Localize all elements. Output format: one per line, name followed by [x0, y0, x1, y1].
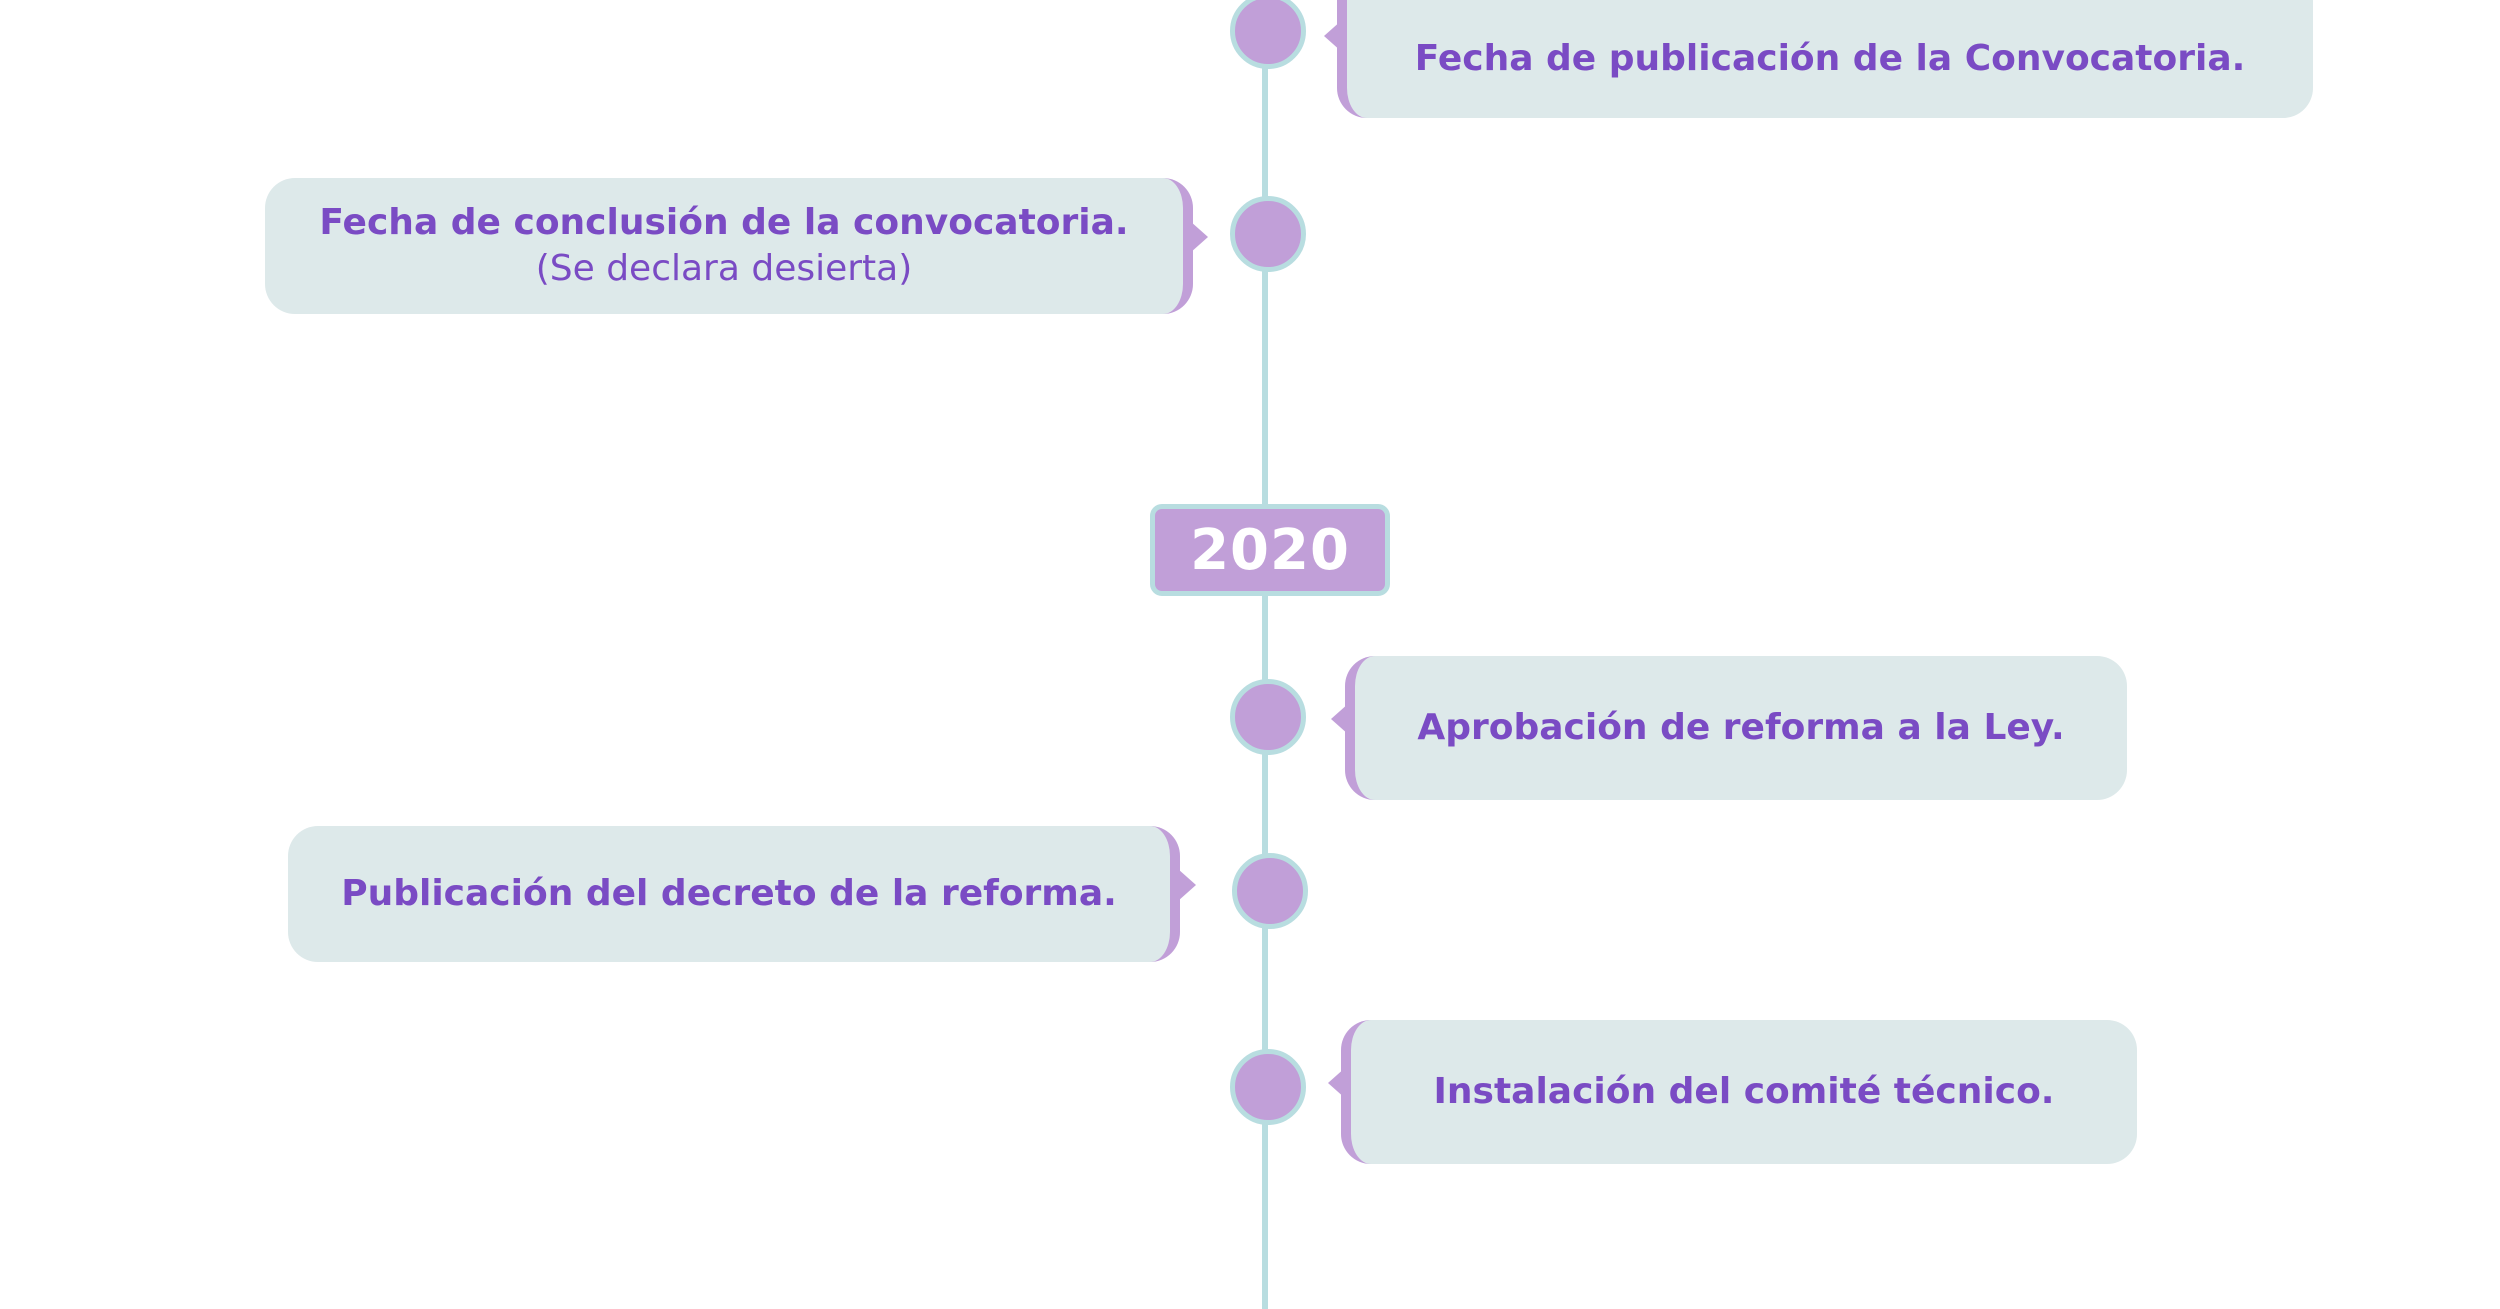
- event-note: (Se declara desierta): [535, 248, 913, 289]
- event-card-publication: Fecha de publicación de la Convocatoria.: [1337, 0, 2313, 118]
- event-title: Publicación del decreto de la reforma.: [341, 873, 1117, 914]
- event-card-decree: Publicación del decreto de la reforma.: [288, 826, 1180, 962]
- event-title: Aprobación de reforma a la Ley.: [1417, 707, 2065, 748]
- timeline-node: [1232, 853, 1308, 929]
- event-card-law-reform: Aprobación de reforma a la Ley.: [1345, 656, 2127, 800]
- event-card-committee: Instalación del comité técnico.: [1341, 1020, 2137, 1164]
- event-card-conclusion: Fecha de conclusión de la convocatoria. …: [265, 178, 1193, 314]
- timeline-node: [1230, 1049, 1306, 1125]
- timeline-node: [1230, 0, 1306, 69]
- event-title: Fecha de publicación de la Convocatoria.: [1414, 38, 2246, 79]
- callout-pointer: [1178, 869, 1196, 901]
- year-badge: 2020: [1150, 504, 1390, 596]
- timeline-axis: [1262, 0, 1268, 1309]
- callout-pointer: [1331, 703, 1349, 735]
- timeline-node: [1230, 196, 1306, 272]
- event-title: Instalación del comité técnico.: [1433, 1071, 2055, 1112]
- callout-pointer: [1190, 221, 1208, 253]
- timeline-node: [1230, 679, 1306, 755]
- event-title: Fecha de conclusión de la convocatoria.: [319, 202, 1129, 243]
